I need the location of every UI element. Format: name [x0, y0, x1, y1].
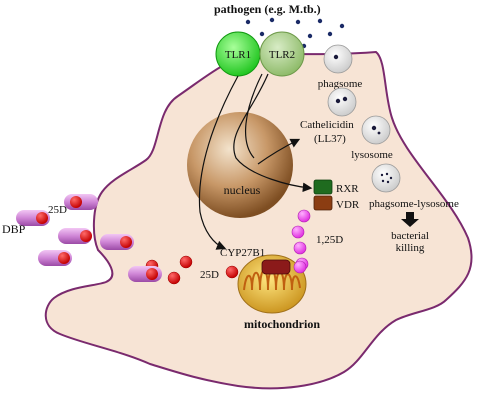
d25-left-label: 25D: [48, 204, 67, 216]
rxr-label: RXR: [336, 183, 359, 195]
phagosome-label: phagsome: [318, 78, 363, 90]
arrow-to-cathelicidin: [257, 138, 301, 165]
dbp-capsules: [16, 194, 162, 282]
vdr-label: VDR: [336, 199, 360, 211]
phagosome-lysosome-vesicle: [371, 163, 401, 193]
bacterial-label: bacterial: [391, 230, 429, 242]
dbp-capsule: [58, 228, 92, 244]
dbp-capsule: [38, 250, 72, 266]
dbp-capsule: [100, 234, 134, 250]
d25-right-label: 25D: [200, 269, 219, 281]
nucleus: [187, 112, 293, 218]
arrow-tlr-to-vdr: [233, 73, 313, 193]
mitochondrion-label: mitochondrion: [244, 317, 320, 331]
cathelicidin-label: Cathelicidin: [300, 119, 354, 131]
tlr2-receptor: TLR2: [259, 31, 305, 77]
pathogen-label: pathogen (e.g. M.tb.): [214, 2, 321, 16]
tlr1-label: TLR1: [225, 49, 251, 61]
dbp-label: DBP: [2, 222, 26, 236]
lysosome-phagosome-vesicle: [327, 87, 357, 117]
nucleus-label: nucleus: [224, 183, 261, 197]
dbp-capsule: [16, 210, 50, 226]
rxr-receptor: [313, 179, 333, 195]
tlr1-receptor: TLR1: [215, 31, 261, 77]
thick-down-arrow-icon: [401, 212, 419, 227]
dbp-capsule: [128, 266, 162, 282]
phagosome-vesicle: [323, 44, 353, 74]
lysosome-vesicle: [361, 115, 391, 145]
signaling-arrows: [198, 73, 313, 250]
arrow-tlr-to-cyp27b1: [198, 75, 239, 250]
tlr2-label: TLR2: [269, 49, 295, 61]
ll37-label: (LL37): [314, 133, 346, 145]
cyp27b1-label: CYP27B1: [220, 247, 265, 259]
cyp27b1-enzyme: [261, 259, 291, 275]
lysosome-label: lysosome: [351, 149, 393, 161]
phagosome-lysosome-label: phagsome-lysosome: [369, 198, 459, 210]
killing-label: killing: [396, 242, 425, 254]
dbp-capsule: [64, 194, 98, 210]
vdr-receptor: [313, 195, 333, 211]
arrow-tlr-to-cathelicidin: [244, 73, 263, 159]
d25-bound-bead: [293, 260, 307, 274]
d125-label: 1,25D: [316, 234, 343, 246]
